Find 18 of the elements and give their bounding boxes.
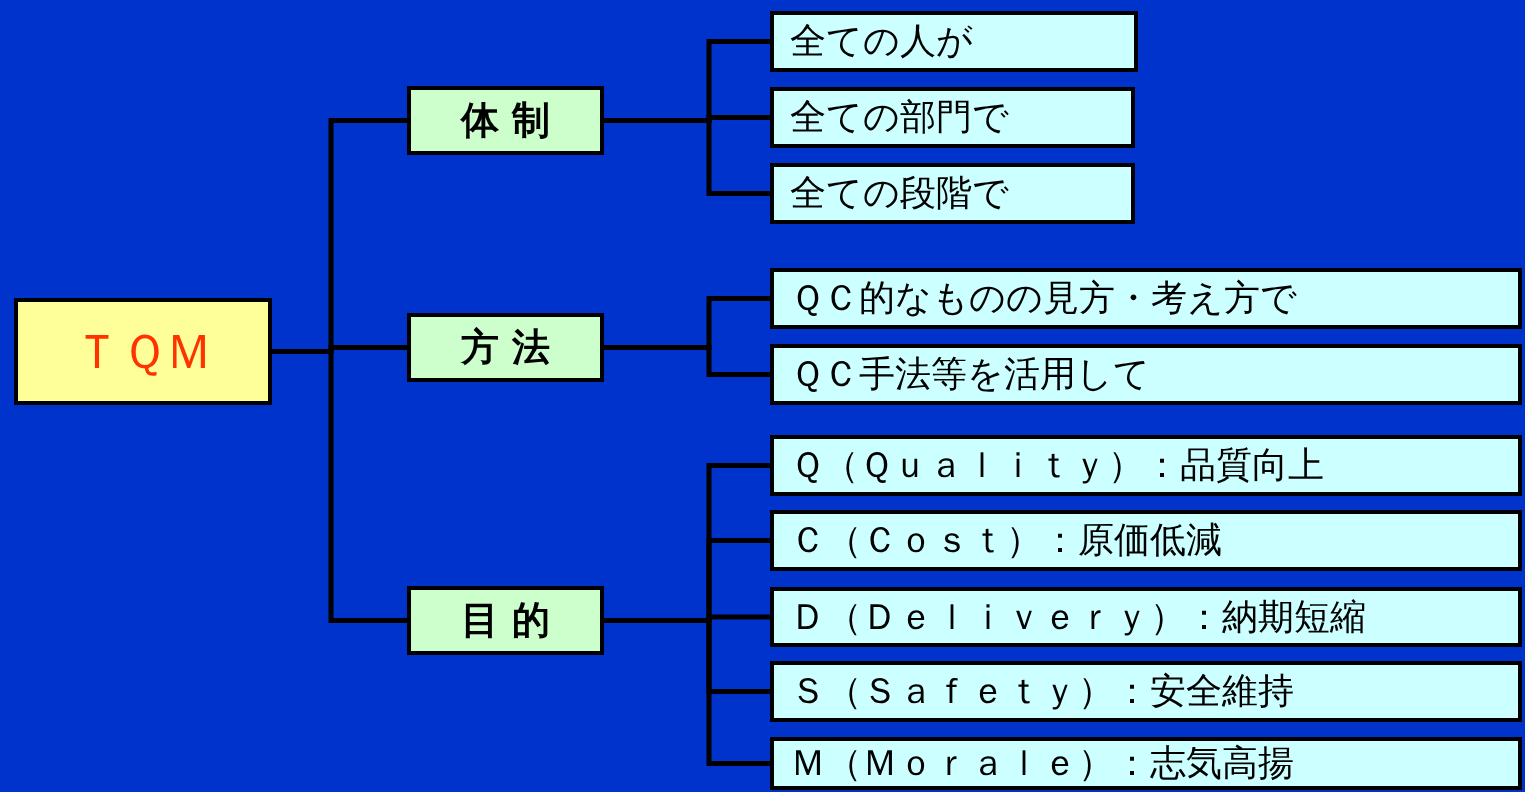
item-box: Ｑ（Ｑｕａｌｉｔｙ）：品質向上 [770, 435, 1522, 496]
item-box: 全ての部門で [770, 87, 1135, 148]
connector-line [604, 118, 770, 196]
item-box: Ｍ（Ｍｏｒａｌｅ）：志気高揚 [770, 737, 1522, 790]
category-box: 方 法 [407, 313, 604, 382]
item-box: Ｄ（Ｄｅｌｉｖｅｒｙ）：納期短縮 [770, 587, 1522, 647]
item-box: Ｃ（Ｃｏｓｔ）：原価低減 [770, 510, 1522, 571]
connector-line [604, 618, 770, 766]
category-box: 体 制 [407, 86, 604, 155]
connector-line [272, 349, 407, 623]
item-box: ＱＣ手法等を活用して [770, 344, 1522, 405]
connector-line [604, 345, 770, 377]
root-box: ＴＱＭ [14, 298, 272, 405]
item-box: Ｓ（Ｓａｆｅｔｙ）：安全維持 [770, 661, 1522, 722]
item-box: 全ての段階で [770, 163, 1135, 224]
item-box: 全ての人が [770, 11, 1138, 72]
category-box: 目 的 [407, 586, 604, 655]
item-box: ＱＣ的なものの見方・考え方で [770, 268, 1522, 329]
